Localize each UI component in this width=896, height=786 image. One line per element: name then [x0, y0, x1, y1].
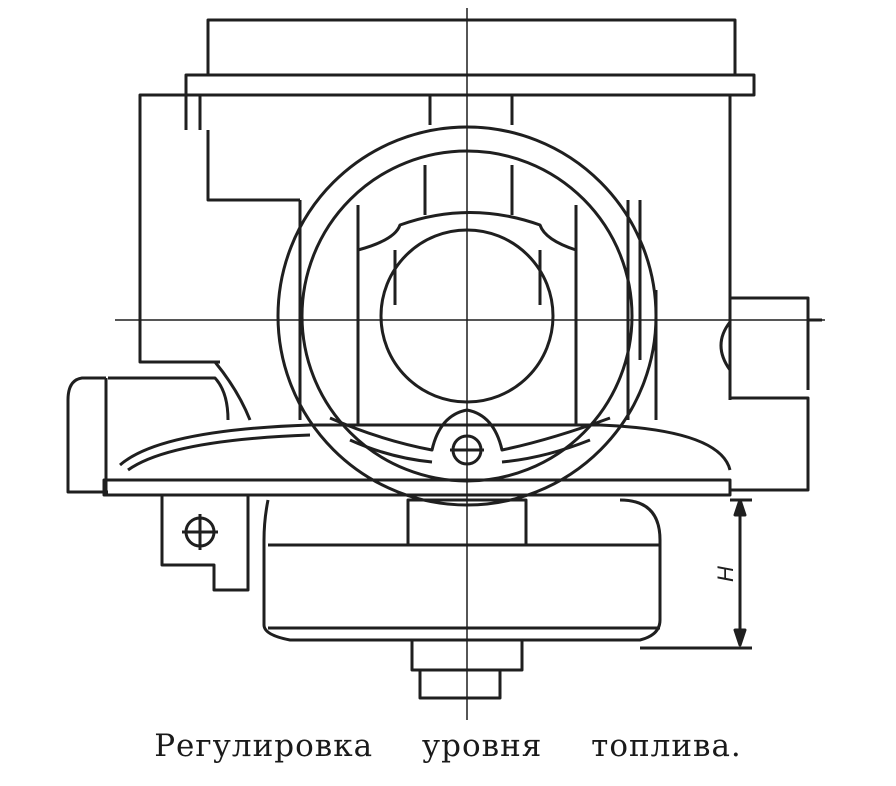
top-cover: [184, 18, 756, 130]
mounting-hole-icon: [182, 514, 218, 550]
figure-caption: Регулировка уровня топлива.: [154, 728, 742, 764]
dimension-h: [640, 498, 752, 650]
dimension-label: H: [713, 566, 738, 582]
left-housing: [66, 361, 252, 494]
side-fitting: [719, 296, 822, 492]
float-bowl: [262, 498, 662, 700]
base-plate: [102, 423, 732, 497]
carburetor-body: [138, 93, 732, 420]
center-lines: [115, 8, 825, 720]
mounting-bracket: [160, 495, 250, 592]
